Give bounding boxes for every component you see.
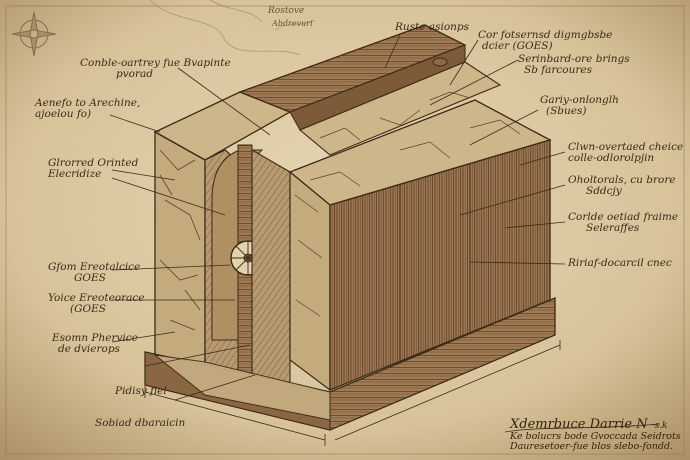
map-coastline bbox=[149, 0, 316, 56]
title-suffix: ·s.k bbox=[651, 421, 668, 431]
label-left-5: Yoice Ereoteorace(GOES bbox=[48, 292, 145, 315]
title-block: Xdemrbuce Darrie N ·s.k Ke bolucrs bode … bbox=[510, 417, 681, 452]
map-text: Rostove bbox=[267, 6, 304, 16]
stone-crack-lines bbox=[159, 149, 201, 331]
block-side-stone bbox=[289, 170, 331, 392]
top-knob-icon bbox=[432, 57, 448, 67]
label-right-5: Ririaf-docarcil cnec bbox=[568, 257, 672, 269]
label-bottom-1: Pidisy fiel bbox=[115, 385, 167, 397]
label-left-2: Aenefo to Arechine,ajoelou fo) bbox=[35, 97, 141, 120]
title-line-1: Xdemrbuce Darrie N bbox=[510, 417, 648, 432]
leader-lines bbox=[109, 34, 566, 401]
title-line-3: Dauresetoer-fue blos slebo-fondd. bbox=[510, 441, 674, 452]
title-line-2: Ke bolucrs bode Gvoccada Seidrots bbox=[510, 431, 681, 442]
compass-rose-icon bbox=[11, 11, 57, 57]
map-text: Abdrevuri bbox=[271, 19, 313, 28]
label-right-1: Gariy-onlonglh(Sbues) bbox=[540, 94, 619, 117]
label-top-center: Ruste asionps bbox=[395, 21, 470, 33]
label-bottom-2: Sobiad dbaraicin bbox=[95, 417, 186, 429]
